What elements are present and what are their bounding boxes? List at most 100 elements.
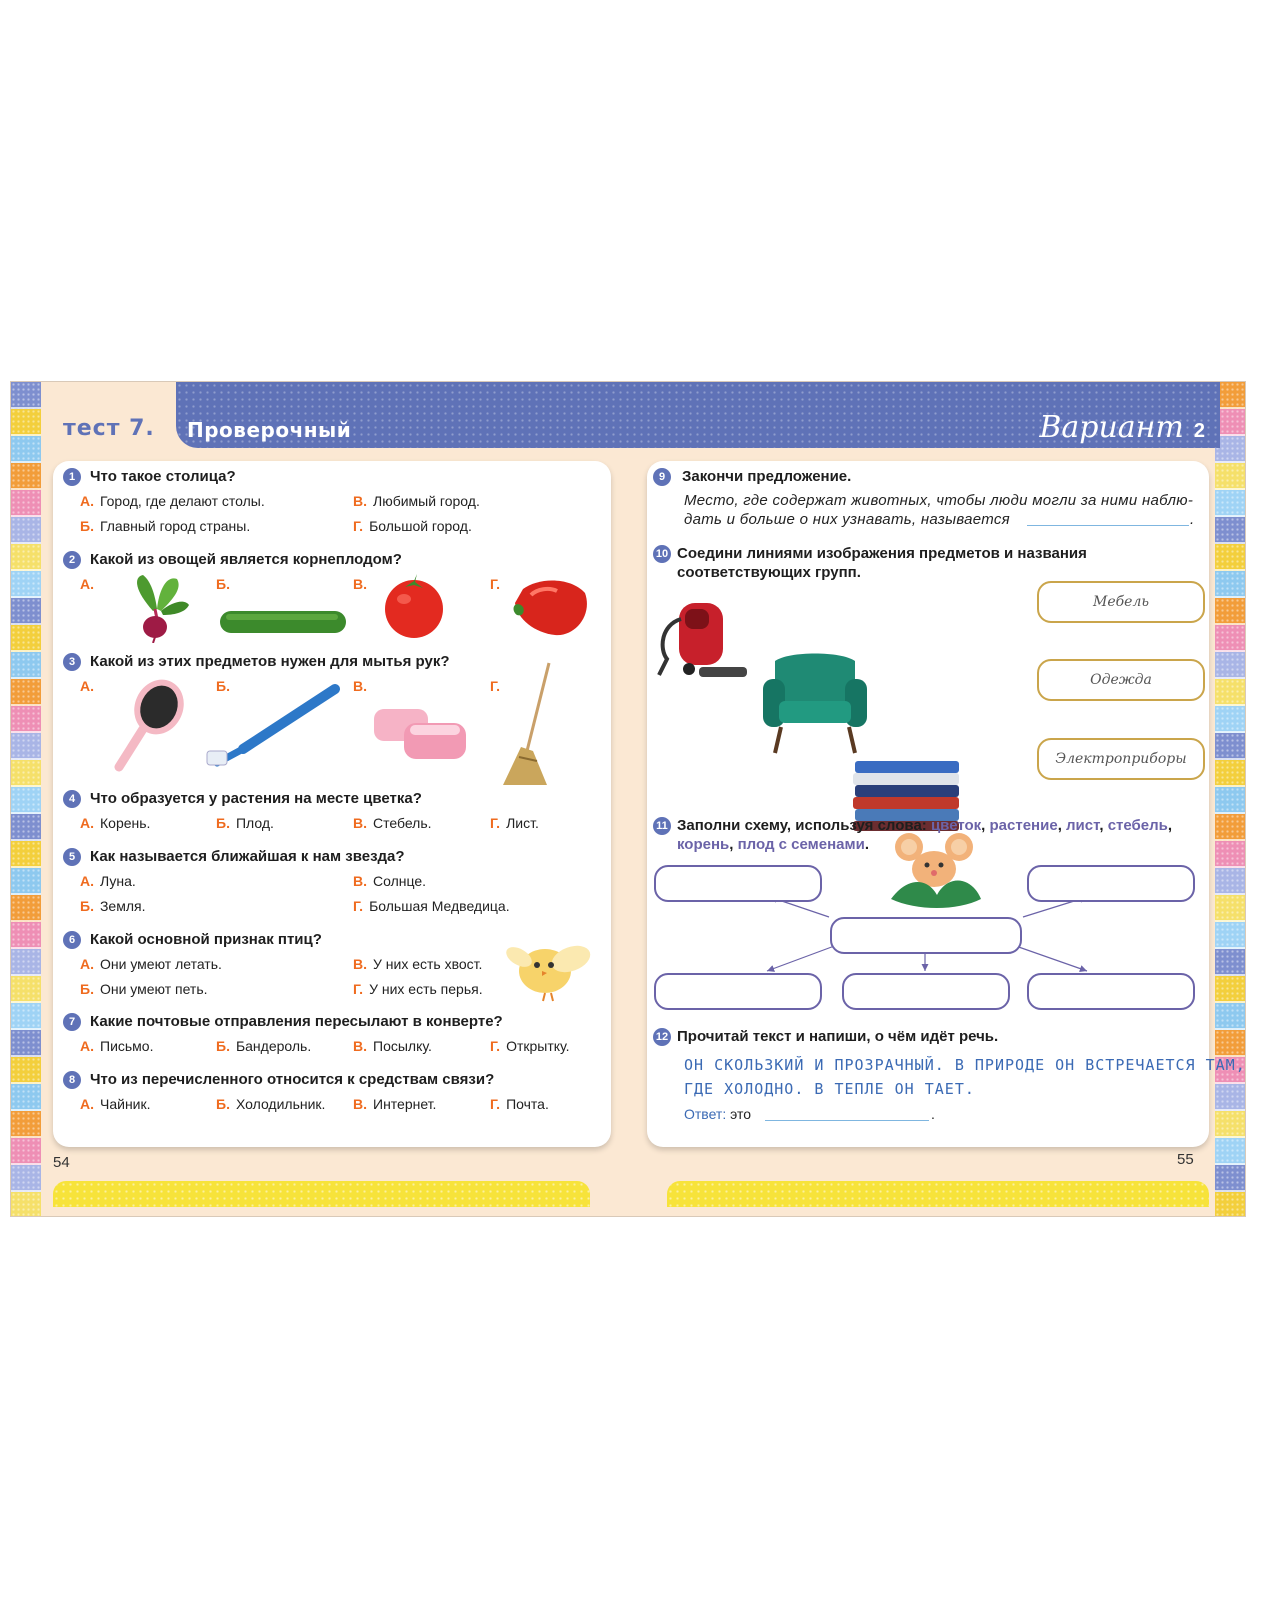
answer-option[interactable]: А.Чайник. bbox=[80, 1096, 151, 1112]
answer-option[interactable]: А. Письмо. bbox=[80, 1038, 153, 1054]
answer-option[interactable]: Б.Земля. bbox=[80, 898, 145, 914]
question-text: Какой из овощей является корнеплодом? bbox=[90, 551, 402, 568]
page-number-left: 54 bbox=[53, 1154, 70, 1171]
answer-option[interactable]: В.Солнце. bbox=[353, 873, 426, 889]
answer-option[interactable]: Б.Плод. bbox=[216, 815, 274, 831]
stripe-segment bbox=[1215, 544, 1245, 571]
option-letter: А. bbox=[80, 1038, 94, 1054]
answer-option[interactable]: Г.Лист. bbox=[490, 815, 539, 831]
group-box-furniture[interactable]: Мебель bbox=[1037, 581, 1205, 623]
answer-option[interactable]: Б.Бандероль. bbox=[216, 1038, 311, 1054]
answer-option[interactable]: Г. Почта. bbox=[490, 1096, 549, 1112]
option-letter-b: Б. bbox=[216, 678, 236, 694]
answer-option[interactable]: Г.Открытку. bbox=[490, 1038, 570, 1054]
answer-option[interactable]: В.Любимый город. bbox=[353, 493, 480, 509]
option-letter-b: Б. bbox=[216, 576, 236, 592]
option-letter: Г. bbox=[353, 518, 364, 534]
stripe-segment bbox=[11, 868, 41, 895]
separator: , bbox=[1167, 817, 1173, 834]
stripe-segment bbox=[1215, 490, 1245, 517]
option-letter-a: А. bbox=[80, 678, 100, 694]
answer-label-text: Ответ: bbox=[684, 1106, 727, 1122]
answer-option[interactable]: Г.Большая Медведица. bbox=[353, 898, 510, 914]
stripe-segment bbox=[11, 463, 41, 490]
stripe-segment bbox=[1215, 409, 1245, 436]
answer-option[interactable]: А.Город, где делают столы. bbox=[80, 493, 265, 509]
beet-icon[interactable] bbox=[125, 571, 193, 643]
hairbrush-icon[interactable] bbox=[107, 677, 189, 773]
tomato-icon[interactable] bbox=[379, 571, 449, 639]
stripe-segment bbox=[11, 949, 41, 976]
answer-option[interactable]: Б.Главный город страны. bbox=[80, 518, 250, 534]
scheme-box-top-right[interactable] bbox=[1027, 865, 1195, 902]
group-box-clothing[interactable]: Одежда bbox=[1037, 659, 1205, 701]
pepper-icon[interactable] bbox=[509, 575, 593, 641]
riddle-line-1: ОН СКОЛЬЗКИЙ И ПРОЗРАЧНЫЙ. В ПРИРОДЕ ОН … bbox=[684, 1056, 1246, 1074]
option-letter-g: Г. bbox=[490, 576, 506, 592]
stripe-segment bbox=[11, 1165, 41, 1192]
toothbrush-icon[interactable] bbox=[203, 683, 343, 769]
left-stripe-border bbox=[11, 382, 41, 1216]
scheme-box-top-left[interactable] bbox=[654, 865, 822, 902]
option-text: Чайник. bbox=[100, 1096, 151, 1112]
option-text: Письмо. bbox=[100, 1038, 154, 1054]
stripe-segment bbox=[11, 598, 41, 625]
option-letter: Г. bbox=[353, 898, 364, 914]
option-letter: В. bbox=[353, 576, 367, 592]
option-letter: Г. bbox=[490, 1096, 501, 1112]
armchair-icon[interactable] bbox=[759, 649, 871, 755]
option-letter: Б. bbox=[80, 518, 94, 534]
broom-icon[interactable] bbox=[497, 661, 555, 789]
answer-option[interactable]: Б.Холодильник. bbox=[216, 1096, 325, 1112]
question-text: Что образуется у растения на месте цветк… bbox=[90, 790, 422, 807]
scheme-box-center[interactable] bbox=[830, 917, 1022, 954]
answer-option[interactable]: В.Стебель. bbox=[353, 815, 432, 831]
option-letter: В. bbox=[353, 1096, 367, 1112]
answer-option[interactable]: А.Луна. bbox=[80, 873, 136, 889]
cucumber-icon[interactable] bbox=[216, 605, 350, 639]
stripe-segment bbox=[1215, 1192, 1245, 1216]
stripe-segment bbox=[11, 625, 41, 652]
separator: , bbox=[1057, 817, 1062, 834]
bird-icon bbox=[506, 945, 591, 1002]
scheme-box-bottom-left[interactable] bbox=[654, 973, 822, 1010]
separator: , bbox=[1099, 817, 1104, 834]
answer-option[interactable]: В.У них есть хвост. bbox=[353, 956, 482, 972]
sentence-end: . bbox=[1190, 511, 1195, 528]
answer-blank[interactable] bbox=[765, 1120, 929, 1121]
option-text: Почта. bbox=[506, 1096, 549, 1112]
question-number: 5 bbox=[63, 848, 81, 866]
stripe-segment bbox=[1215, 868, 1245, 895]
option-text: Посылку. bbox=[373, 1038, 432, 1054]
answer-option[interactable]: В.Посылку. bbox=[353, 1038, 432, 1054]
answer-option[interactable]: А.Они умеют летать. bbox=[80, 956, 222, 972]
option-letter: А. bbox=[80, 956, 94, 972]
question-text-line-2: корень, плод с семенами. bbox=[677, 836, 869, 853]
answer-blank[interactable] bbox=[1027, 525, 1189, 526]
stripe-segment bbox=[11, 760, 41, 787]
answer-option[interactable]: В.Интернет. bbox=[353, 1096, 436, 1112]
scheme-box-bottom-right[interactable] bbox=[1027, 973, 1195, 1010]
soap-icon[interactable] bbox=[368, 701, 472, 765]
keyword: лист bbox=[1066, 817, 1100, 834]
answer-option[interactable]: А.Корень. bbox=[80, 815, 150, 831]
scheme-box-bottom-middle[interactable] bbox=[842, 973, 1010, 1010]
option-text: Открытку. bbox=[506, 1038, 570, 1054]
vacuum-cleaner-icon[interactable] bbox=[655, 589, 751, 685]
group-box-appliances[interactable]: Электроприборы bbox=[1037, 738, 1205, 780]
question-number: 8 bbox=[63, 1071, 81, 1089]
option-letter-g: Г. bbox=[490, 678, 506, 694]
answer-option[interactable]: Г.Большой город. bbox=[353, 518, 472, 534]
question-number: 1 bbox=[63, 468, 81, 486]
clothes-stack-icon[interactable] bbox=[849, 753, 963, 833]
answer-option[interactable]: Г.У них есть перья. bbox=[353, 981, 483, 997]
option-text: Земля. bbox=[99, 898, 146, 914]
right-page-card: 9 Закончи предложение. Место, где содерж… bbox=[647, 461, 1245, 1147]
stripe-segment bbox=[11, 1138, 41, 1165]
question-text: Какие почтовые отправления пересылают в … bbox=[90, 1013, 503, 1030]
answer-option[interactable]: Б.Они умеют петь. bbox=[80, 981, 208, 997]
option-text: Город, где делают столы. bbox=[100, 493, 265, 509]
question-number: 4 bbox=[63, 790, 81, 808]
stripe-segment bbox=[1215, 1003, 1245, 1030]
